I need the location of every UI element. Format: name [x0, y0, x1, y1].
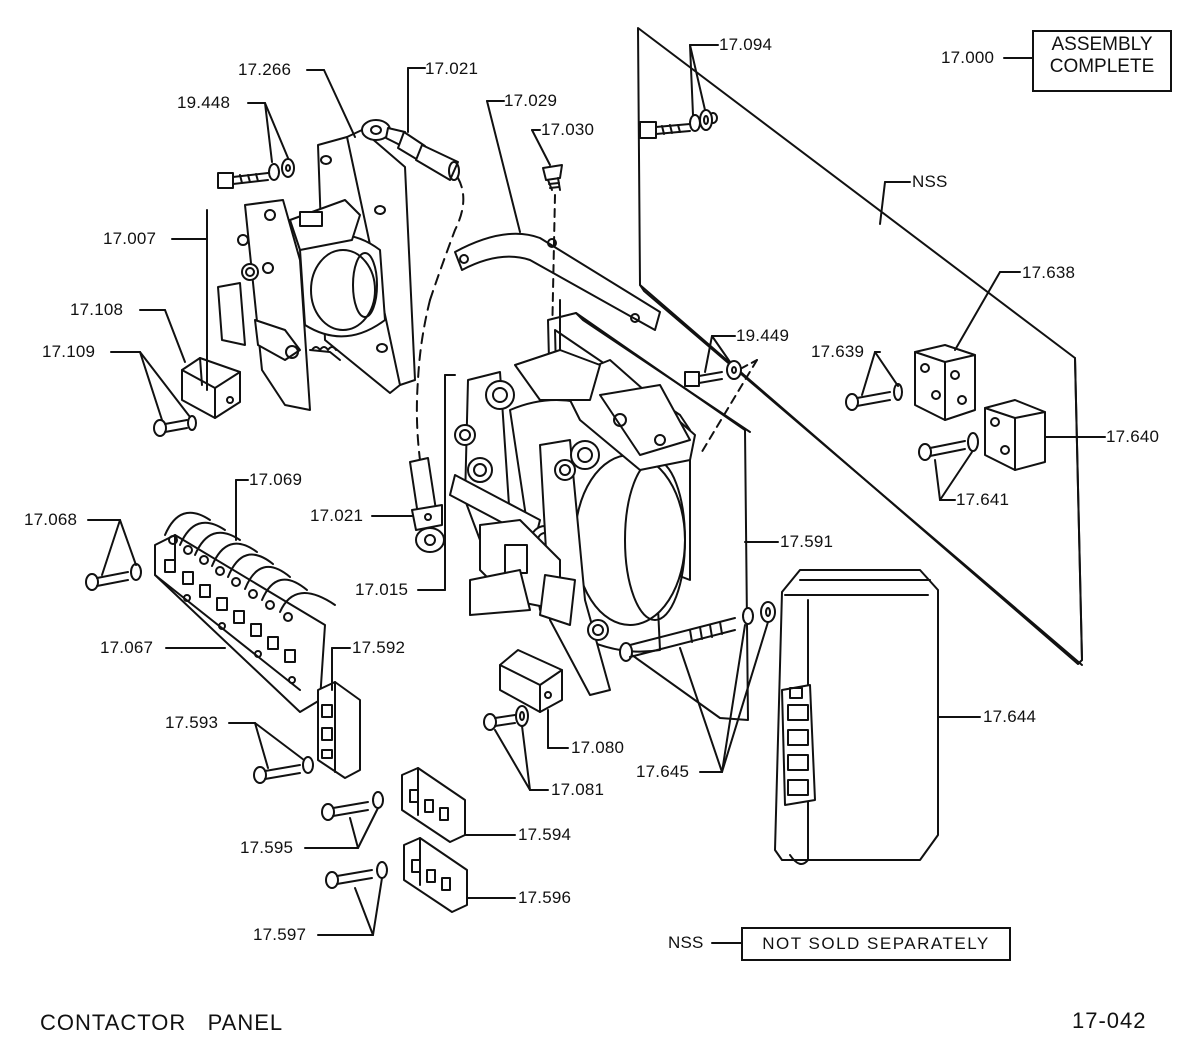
screw-17-030	[542, 164, 563, 191]
callout-17-596: 17.596	[518, 888, 572, 907]
assembly-line-2: COMPLETE	[1049, 56, 1155, 77]
left-contactor-17-007	[217, 129, 416, 411]
terminal-strip-17-067	[154, 534, 326, 713]
callout-17-080: 17.080	[571, 738, 625, 757]
figure-number: 17-042	[1072, 1008, 1147, 1033]
callout-17-591: 17.591	[780, 532, 834, 551]
callout-17-109: 17.109	[42, 342, 96, 361]
callout-17-068: 17.068	[24, 510, 78, 529]
cable-17-021-upper	[361, 119, 465, 461]
screw-17-068	[85, 563, 142, 591]
callout-17-108: 17.108	[70, 300, 124, 319]
screw-17-597	[325, 861, 388, 889]
assembly-line-1: ASSEMBLY	[1051, 34, 1153, 55]
callout-17-021-upper: 17.021	[425, 59, 479, 78]
callout-17-592: 17.592	[352, 638, 406, 657]
screw-19-448	[217, 158, 295, 189]
assembly-complete-box: ASSEMBLY COMPLETE	[1032, 30, 1172, 92]
callout-19-449: 19.449	[736, 326, 790, 345]
screw-17-593	[253, 756, 314, 784]
block-17-592	[317, 681, 361, 779]
callout-19-448: 19.448	[177, 93, 231, 112]
leader-dashed-17-030	[551, 194, 556, 341]
callout-17-007: 17.007	[103, 229, 157, 248]
diagram-title: CONTACTOR PANEL	[40, 1010, 284, 1035]
cable-17-021-lower	[409, 457, 445, 553]
callout-17-030: 17.030	[541, 120, 595, 139]
callout-17-640: 17.640	[1106, 427, 1160, 446]
insulator-17-108	[181, 357, 241, 419]
block-17-596	[403, 837, 468, 913]
block-17-640	[984, 399, 1046, 471]
assembly-part-number: 17.000	[941, 48, 995, 67]
screw-17-595	[321, 791, 384, 821]
callout-17-029: 17.029	[504, 91, 558, 110]
connectors-17-069	[164, 511, 336, 622]
screw-19-449	[684, 359, 758, 456]
callout-17-645: 17.645	[636, 762, 690, 781]
callout-17-094: 17.094	[719, 35, 773, 54]
nss-legend-abbr: NSS	[668, 933, 704, 952]
mounting-panel-nss	[637, 27, 1083, 666]
leader-lines	[87, 44, 1106, 944]
callout-17-081: 17.081	[551, 780, 605, 799]
bolts-17-645	[619, 601, 776, 662]
callout-17-644: 17.644	[983, 707, 1037, 726]
block-17-594	[401, 767, 466, 843]
screw-17-109	[153, 415, 197, 437]
callout-17-639: 17.639	[811, 342, 865, 361]
callout-17-067: 17.067	[100, 638, 154, 657]
block-17-638	[914, 344, 976, 421]
callout-17-594: 17.594	[518, 825, 572, 844]
screw-17-639	[845, 383, 903, 411]
callout-17-597: 17.597	[253, 925, 307, 944]
callout-17-638: 17.638	[1022, 263, 1076, 282]
screw-17-641	[918, 432, 979, 461]
main-contactor-17-015	[449, 299, 751, 721]
callout-17-021-lower: 17.021	[310, 506, 364, 525]
callout-17-266: 17.266	[238, 60, 292, 79]
callout-nss-panel: NSS	[912, 172, 948, 191]
bus-bar-17-029	[454, 232, 661, 331]
nss-legend-box: NOT SOLD SEPARATELY	[741, 927, 1011, 961]
callout-17-641: 17.641	[956, 490, 1010, 509]
callout-17-595: 17.595	[240, 838, 294, 857]
callout-17-593: 17.593	[165, 713, 219, 732]
insulator-17-080	[499, 649, 563, 713]
callout-17-015: 17.015	[355, 580, 409, 599]
cover-17-644	[774, 569, 939, 865]
screw-17-094	[639, 109, 713, 139]
callout-17-069: 17.069	[249, 470, 303, 489]
